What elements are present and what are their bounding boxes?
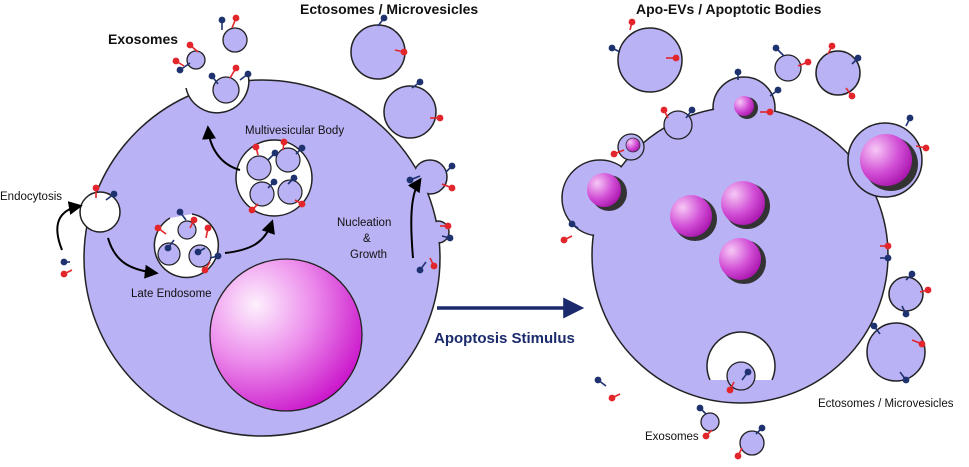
- surface-marker: [769, 86, 782, 97]
- surface-marker: [851, 54, 862, 65]
- multivesicular-body: [235, 139, 313, 217]
- ectosomes-title: Ectosomes / Microvesicles: [300, 1, 478, 17]
- nucleus: [209, 258, 363, 412]
- surface-marker: [608, 393, 621, 402]
- surface-marker: [239, 70, 252, 81]
- surface-marker: [186, 41, 199, 53]
- exosomes-right-label: Exosomes: [645, 431, 699, 443]
- surface-marker: [685, 106, 696, 119]
- surface-marker: [734, 68, 742, 80]
- apoptotic-bodies: [617, 27, 926, 456]
- late-endosome: [153, 213, 220, 279]
- surface-marker: [416, 261, 427, 274]
- growth-label: Growth: [350, 249, 387, 261]
- surface-marker: [760, 108, 774, 116]
- surface-marker: [755, 424, 766, 435]
- surface-marker: [734, 447, 743, 460]
- surface-marker: [880, 254, 892, 262]
- surface-marker: [905, 270, 916, 281]
- surface-marker: [176, 62, 191, 74]
- surface-marker: [905, 114, 914, 127]
- surface-marker: [295, 144, 306, 155]
- surface-marker: [628, 18, 636, 31]
- surface-marker: [741, 368, 752, 381]
- healthy-cell: [56, 73, 450, 437]
- apoptosis-stimulus-label: Apoptosis Stimulus: [434, 330, 575, 347]
- surface-marker: [60, 269, 73, 278]
- surface-marker: [105, 190, 118, 201]
- surface-marker: [568, 220, 579, 229]
- surface-marker: [280, 138, 288, 151]
- surface-marker: [610, 149, 625, 158]
- surface-marker: [218, 16, 226, 30]
- surface-marker: [666, 54, 680, 62]
- surface-marker: [915, 144, 930, 152]
- surface-marker: [411, 78, 424, 89]
- surface-marker: [845, 87, 856, 100]
- late-endosome-label: Late Endosome: [131, 288, 212, 300]
- surface-marker: [154, 224, 167, 235]
- surface-marker: [430, 114, 444, 122]
- surface-marker: [696, 404, 707, 415]
- exosomes-title: Exosomes: [108, 31, 178, 47]
- apoptotic-cell: [561, 76, 924, 404]
- mvb-label: Multivesicular Body: [245, 125, 344, 137]
- surface-marker: [208, 72, 219, 85]
- surface-marker: [248, 203, 259, 214]
- surface-marker: [406, 175, 421, 184]
- endocytosis-pocket: [79, 191, 121, 233]
- released-exosomes: [186, 27, 248, 70]
- surface-marker: [899, 371, 910, 384]
- surface-marker: [594, 376, 607, 387]
- surface-marker: [726, 381, 735, 394]
- surface-marker: [608, 44, 621, 53]
- microvesicles-left: [350, 24, 437, 139]
- surface-marker: [377, 14, 388, 27]
- surface-marker: [189, 216, 198, 229]
- nuclear-fragments: [587, 96, 770, 284]
- apo-exocytosis-pocket: [706, 331, 776, 381]
- surface-marker: [172, 57, 185, 67]
- surface-marker: [827, 42, 836, 55]
- surface-marker: [287, 174, 298, 185]
- surface-marker: [231, 14, 240, 29]
- surface-marker: [176, 208, 187, 221]
- nucleation-label: Nucleation: [337, 217, 391, 229]
- surface-marker: [194, 247, 206, 256]
- surface-marker: [267, 178, 278, 189]
- surface-markers: [60, 14, 932, 460]
- surface-marker: [445, 162, 456, 173]
- surface-marker: [294, 199, 306, 208]
- surface-marker: [252, 143, 260, 156]
- surface-marker: [560, 235, 573, 244]
- surface-marker: [797, 58, 812, 67]
- surface-marker: [441, 234, 454, 242]
- surface-marker: [441, 183, 456, 192]
- surface-marker: [60, 258, 70, 266]
- surface-marker: [919, 286, 932, 294]
- surface-marker: [440, 222, 452, 230]
- surface-marker: [901, 305, 910, 318]
- surface-marker: [880, 242, 892, 250]
- surface-marker: [702, 429, 713, 440]
- endocytosis-label: Endocytosis: [0, 191, 62, 203]
- amp-label: &: [363, 233, 371, 245]
- surface-marker: [870, 322, 881, 335]
- surface-marker: [201, 261, 211, 274]
- surface-marker: [772, 44, 785, 57]
- surface-marker: [394, 48, 408, 56]
- ectosomes-right-label: Ectosomes / Microvesicles: [818, 398, 954, 410]
- surface-marker: [660, 106, 669, 119]
- surface-marker: [164, 239, 175, 252]
- surface-marker: [92, 184, 100, 198]
- surface-marker: [229, 64, 240, 79]
- surface-marker: [267, 149, 279, 161]
- apoevs-title: Apo-EVs / Apoptotic Bodies: [636, 1, 822, 17]
- surface-marker: [204, 224, 212, 239]
- surface-marker: [429, 257, 438, 270]
- surface-marker: [911, 339, 926, 348]
- surface-marker: [209, 252, 222, 260]
